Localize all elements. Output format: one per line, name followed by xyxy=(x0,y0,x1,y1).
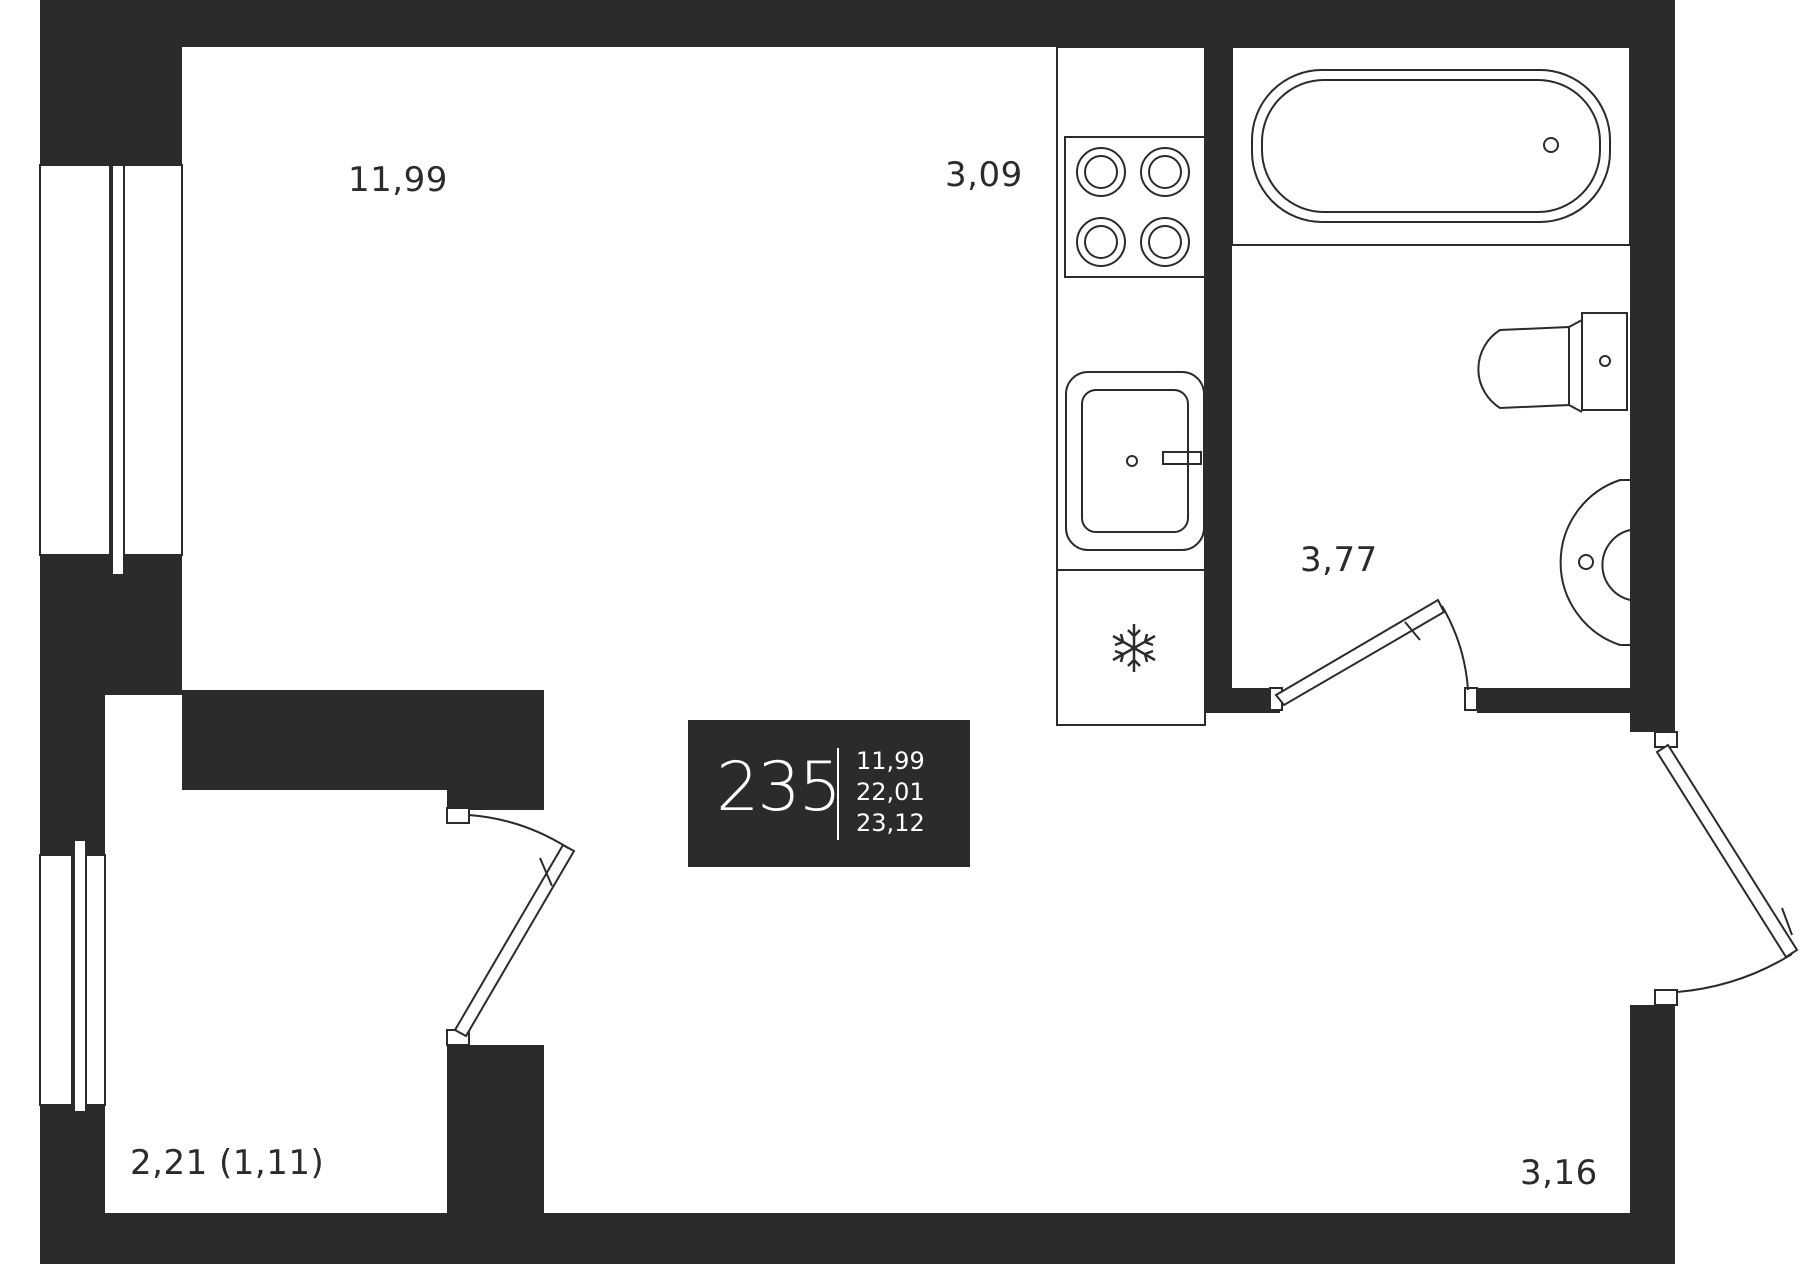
washbasin xyxy=(1559,479,1631,646)
bathtub xyxy=(1231,46,1631,246)
entrance-door xyxy=(1654,731,1799,1006)
windows xyxy=(39,164,183,1113)
room-area-living: 11,99 xyxy=(348,160,448,200)
balcony-door xyxy=(446,807,576,1046)
unit-area-total: 23,12 xyxy=(856,809,925,837)
bathroom-door xyxy=(1269,598,1478,711)
room-area-hallway: 3,16 xyxy=(1520,1153,1598,1193)
room-area-bathroom: 3,77 xyxy=(1300,540,1378,580)
doors xyxy=(446,598,1799,1046)
snowflake-icon xyxy=(1112,624,1156,672)
room-area-balcony: 2,21 (1,11) xyxy=(130,1143,325,1183)
walls xyxy=(40,0,1675,1264)
bathroom-fixtures xyxy=(1231,46,1631,646)
cooktop xyxy=(1064,136,1206,278)
toilet xyxy=(1477,312,1628,413)
unit-area-living: 11,99 xyxy=(856,747,925,775)
unit-area-total-living: 22,01 xyxy=(856,778,925,806)
unit-divider xyxy=(837,748,839,840)
unit-badge: 235 11,99 22,01 23,12 xyxy=(688,720,970,867)
kitchen-counter xyxy=(1056,46,1206,726)
room-area-kitchen: 3,09 xyxy=(945,155,1023,195)
unit-areas: 11,99 22,01 23,12 xyxy=(856,746,925,839)
kitchen-sink xyxy=(1065,371,1205,551)
unit-number: 235 xyxy=(716,748,842,827)
